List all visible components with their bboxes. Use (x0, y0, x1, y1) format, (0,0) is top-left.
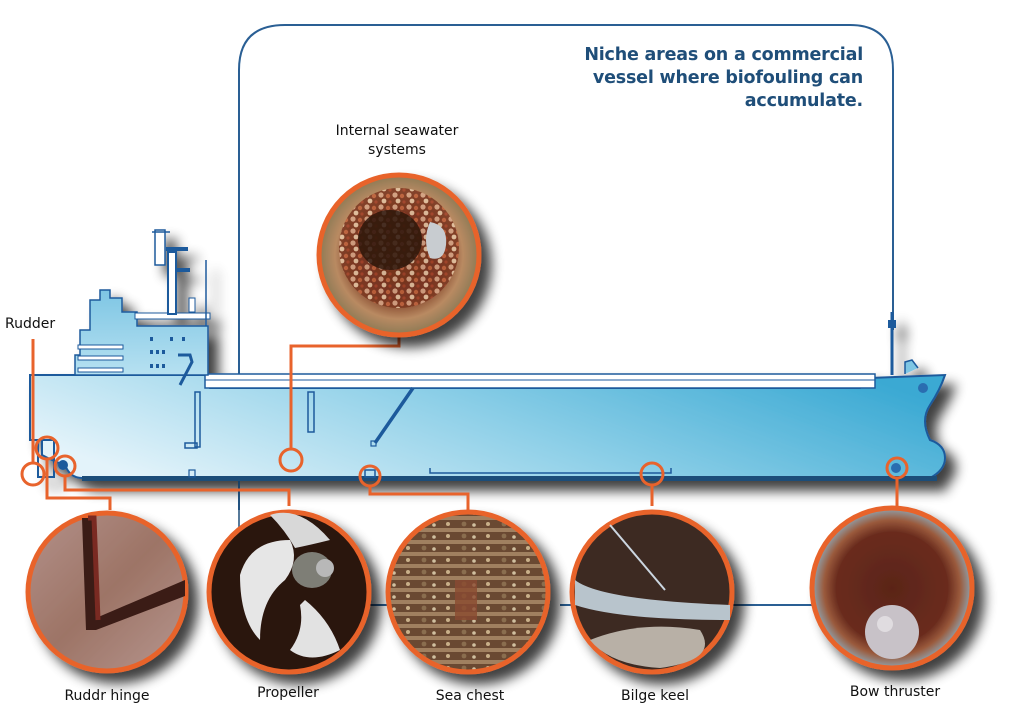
label-propeller: Propeller (257, 685, 319, 701)
photo-propeller (206, 509, 372, 675)
label-bow-thruster: Bow thruster (849, 684, 941, 700)
label-bilge-keel: Bilge keel (620, 688, 690, 704)
photo-internal-seawater (316, 172, 482, 338)
label-rudder-hinge: Ruddr hinge (64, 688, 150, 704)
photo-sea-chest (385, 509, 551, 675)
ship-hull (29, 373, 947, 479)
superstructure (74, 289, 209, 376)
label-internal-seawater: Internal seawater systems (312, 122, 482, 160)
anchor-icon (918, 383, 928, 393)
callout-lines (20, 335, 909, 510)
label-sea-chest: Sea chest (435, 688, 505, 704)
photo-bow-thruster (809, 505, 975, 671)
label-rudder: Rudder (5, 316, 56, 332)
propeller-hub-icon (58, 460, 68, 470)
photo-bilge-keel (569, 509, 735, 675)
label-internal-seawater-line2: systems (368, 142, 426, 158)
ship-illustration (29, 229, 947, 481)
bow-thruster-marker-icon (891, 463, 901, 473)
frame-outline (238, 24, 894, 510)
label-internal-seawater-line1: Internal seawater (335, 123, 459, 139)
photo-rudder-hinge (25, 510, 189, 674)
page-title: Niche areas on a commercial vessel where… (584, 45, 863, 111)
